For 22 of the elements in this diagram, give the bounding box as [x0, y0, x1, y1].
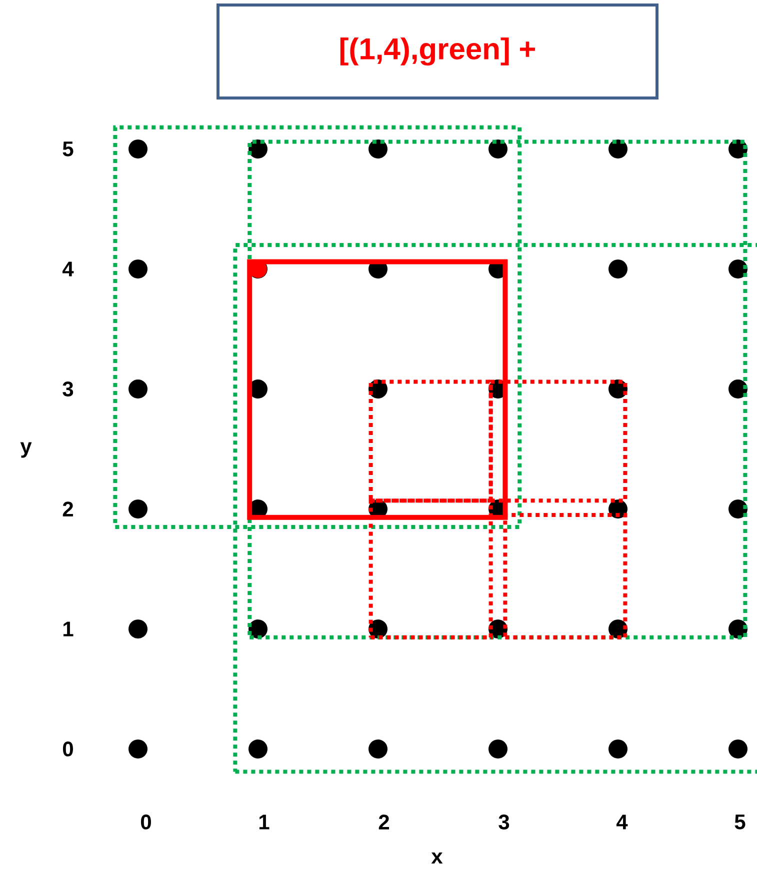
dotted-rectangle: [113, 125, 522, 529]
tick-label: 3: [62, 382, 74, 396]
tick-label: 1: [63, 622, 74, 636]
tick-label: 5: [62, 142, 74, 156]
tick-label: 3: [498, 814, 510, 830]
dotted-rectangle: [368, 498, 493, 640]
tick-label: 1: [259, 814, 270, 830]
dotted-rectangle: [488, 380, 628, 503]
tick-label: 2: [378, 814, 389, 830]
title-box: [(1,4),green] +: [216, 4, 658, 100]
square-outline: [247, 259, 508, 520]
tick-label: 4: [616, 814, 628, 830]
tick-label: 5: [734, 814, 746, 830]
tick-label: 0: [141, 814, 151, 830]
tick-label: 2: [62, 502, 73, 516]
tick-label: 0: [63, 742, 73, 756]
axis-title: x: [431, 852, 443, 864]
dotted-rectangle: [368, 380, 493, 503]
tick-label: 4: [62, 262, 74, 276]
axis-title: y: [20, 442, 32, 458]
dotted-rectangle: [503, 513, 628, 640]
dotted-rectangle: [248, 140, 748, 640]
